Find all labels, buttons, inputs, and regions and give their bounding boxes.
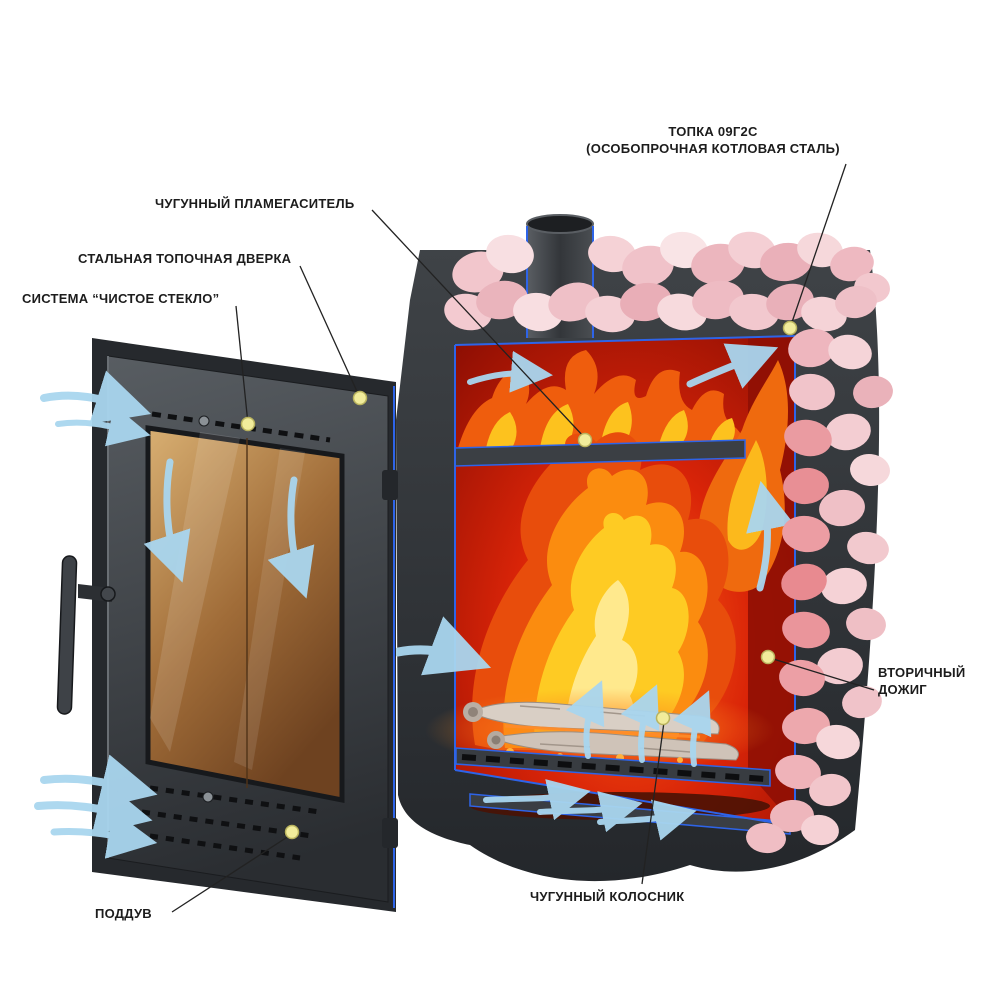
marker-dot-secondary-burn (760, 649, 776, 665)
leader-lines (171, 163, 875, 913)
stones-right (746, 328, 893, 854)
door-hinge-top (382, 470, 398, 500)
label-secondary-burn-line2: ДОЖИГ (878, 682, 927, 697)
label-flame-arrester: ЧУГУННЫЙ ПЛАМЕГАСИТЕЛЬ (155, 196, 355, 211)
marker-dot-flame-arrester (577, 432, 593, 448)
leader-clean-glass (235, 305, 249, 425)
firebox-interior (393, 335, 796, 841)
airflow-arrows-interior (393, 343, 795, 841)
label-firebox-steel: ТОПКА 09Г2С (ОСОБОПРОЧНАЯ КОТЛОВАЯ СТАЛЬ… (563, 123, 863, 157)
leader-grate (641, 721, 665, 885)
label-firebox-steel-line2: (ОСОБОПРОЧНАЯ КОТЛОВАЯ СТАЛЬ) (586, 141, 840, 156)
marker-dot-clean-glass (240, 416, 256, 432)
airflow-arrows-door (34, 370, 315, 859)
label-air-intake: ПОДДУВ (95, 906, 152, 921)
air-control-knob-bottom[interactable] (202, 791, 214, 803)
air-control-knob-top[interactable] (198, 415, 210, 427)
leader-door (299, 265, 361, 399)
label-grate: ЧУГУННЫЙ КОЛОСНИК (530, 889, 685, 904)
label-clean-glass: СИСТЕМА “ЧИСТОЕ СТЕКЛО” (22, 291, 220, 306)
marker-dot-door (352, 390, 368, 406)
marker-dots (240, 320, 798, 840)
marker-dot-grate (655, 710, 671, 726)
label-door: СТАЛЬНАЯ ТОПОЧНАЯ ДВЕРКА (78, 251, 292, 266)
leader-air-intake (171, 833, 293, 913)
air-intake-vents (141, 785, 321, 861)
leader-firebox-steel (789, 163, 847, 329)
label-firebox-steel-line1: ТОПКА 09Г2С (668, 124, 758, 139)
marker-dot-air-intake (284, 824, 300, 840)
marker-dot-firebox-steel (782, 320, 798, 336)
door-hinge-bottom (382, 818, 398, 848)
air-wash-vents (151, 411, 331, 443)
leader-flame-arrester (371, 209, 586, 439)
secondary-flames (458, 350, 746, 448)
leader-secondary-burn (769, 657, 875, 691)
label-secondary-burn: ВТОРИЧНЫЙ ДОЖИГ (878, 664, 965, 698)
label-secondary-burn-line1: ВТОРИЧНЫЙ (878, 665, 966, 680)
door-handle[interactable] (56, 555, 116, 715)
stove-door (34, 338, 398, 912)
